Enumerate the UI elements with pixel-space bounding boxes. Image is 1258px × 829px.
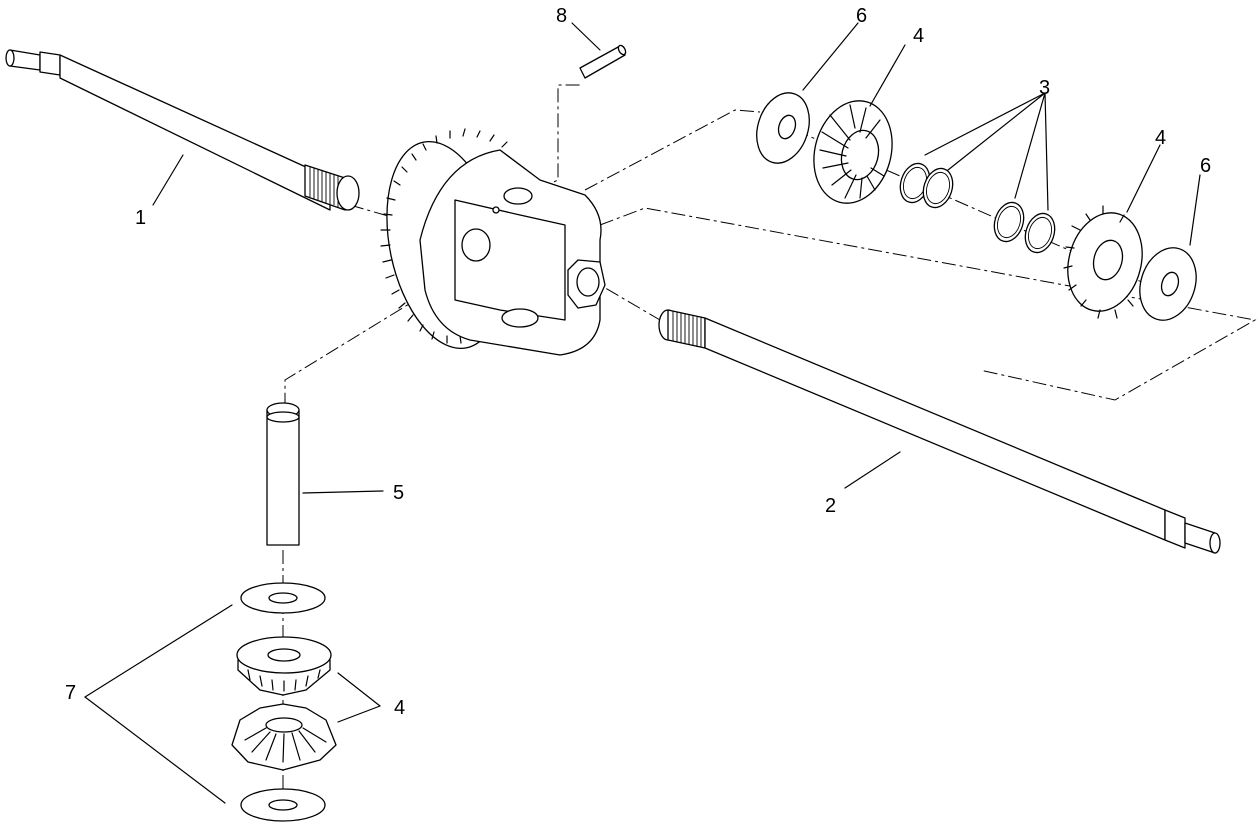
callout-4-upper: 4 (913, 25, 924, 47)
callout-6-right: 6 (1200, 155, 1211, 177)
cross-shaft (266, 402, 300, 546)
callout-labels: 1 2 3 4 4 4 5 6 6 7 8 (65, 5, 1211, 719)
callout-4-lower: 4 (394, 697, 405, 719)
callout-2: 2 (825, 495, 836, 517)
pinion-gear-lower-top (236, 636, 332, 696)
leader-lines (84, 22, 1201, 804)
differential-housing (380, 128, 606, 356)
thrust-washer-lower-top (240, 582, 326, 614)
callout-4-right: 4 (1155, 127, 1166, 149)
side-gear-upper-right (1063, 205, 1143, 319)
callout-1: 1 (135, 207, 146, 229)
thrust-washer-upper-left (756, 92, 810, 164)
thrust-washer-lower-bottom (240, 788, 326, 822)
callout-8: 8 (556, 5, 567, 27)
ring-gear-teeth (380, 128, 508, 344)
pinion-gear-lower-bottom (231, 703, 337, 771)
callout-6-left: 6 (856, 5, 867, 27)
callout-5: 5 (393, 482, 404, 504)
roll-pin (579, 44, 627, 79)
right-axle-shaft (658, 309, 1221, 554)
side-gear-upper-left (813, 100, 893, 204)
snap-rings (899, 162, 1056, 254)
left-axle-shaft (5, 49, 360, 211)
callout-3: 3 (1039, 77, 1050, 99)
callout-7: 7 (65, 682, 76, 704)
thrust-washer-upper-right (1139, 247, 1197, 321)
shaft-spline-right (672, 311, 702, 347)
